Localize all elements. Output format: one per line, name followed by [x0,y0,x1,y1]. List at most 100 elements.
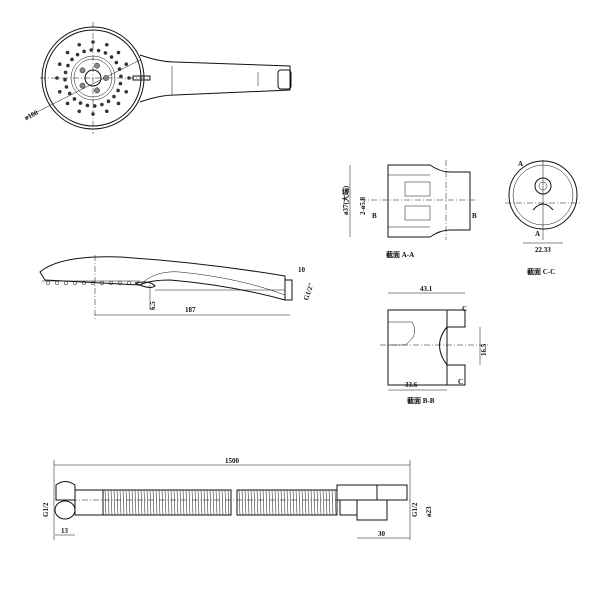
hose-coil [152,489,155,516]
hose-coil [140,489,143,516]
section-caption: 截面 C-C [527,267,555,276]
nozzle [63,280,69,286]
hose-coil [158,489,161,516]
diameter-label: ø100 [23,108,40,122]
hose-coil [301,489,304,516]
left-nut-label: 13 [61,527,69,535]
hose-coil [113,489,116,516]
spray-hole [114,60,119,65]
offset-label: 6.5 [149,301,157,310]
hose-coil [203,489,206,516]
section-a-a: ø37(大端) 2-ø5.8 B B 截面 A-A [341,160,477,259]
left-thread-label: G1/2 [42,502,50,517]
spray-hole [100,102,104,107]
spray-hole [65,101,70,106]
hose-coil [194,489,197,516]
hose-coil [110,489,113,516]
shower-head-side-view: 10 G1/2" 6.5 187 [39,255,316,320]
spray-hole [116,101,121,106]
spray-hole [96,48,101,53]
section-b-b: 43.1 C C 16.5 33.6 截面 B-B [380,285,490,405]
cut-mark-a-top: A [518,160,523,168]
hose-coil [155,489,158,516]
cut-mark-b-right: B [472,212,477,220]
hose-coil [143,489,146,516]
spray-hole [75,52,80,57]
hose-coil [200,489,203,516]
hose-coil [104,489,107,516]
hose-coil [161,489,164,516]
hose-coil [250,489,253,516]
spray-hole [67,91,72,96]
hose-coil [253,489,256,516]
hose-coil [334,489,337,516]
hose-coil [322,489,325,516]
hose-coil [304,489,307,516]
hose-coil [128,489,131,516]
spray-hole [72,97,77,101]
spray-hole [57,62,62,67]
spray-hole [91,40,95,44]
nozzle [126,280,132,286]
thread-label: G1/2" [302,282,316,302]
hose-coil [221,489,224,516]
hose-coil [182,489,185,516]
nozzle [117,280,123,286]
spray-hole [82,49,86,54]
spray-hole [63,77,67,82]
spray-hole [77,109,82,114]
spray-hole [124,89,129,94]
hose-coil [218,489,221,516]
spray-hole [116,88,120,93]
hose-coil [274,489,277,516]
hose-coil [164,489,167,516]
thread-length-label: 10 [298,266,306,274]
hose-coil [227,489,230,516]
hose-coil [325,489,328,516]
hose-coil [149,489,152,516]
spray-hole [57,89,62,94]
spray-hole [92,104,97,108]
spray-hole [119,74,123,79]
hose-coil [215,489,218,516]
spray-hole [117,67,122,71]
hose-coil [173,489,176,516]
spray-hole [104,42,109,47]
hose-coil [310,489,313,516]
cut-mark-c-bottom: C [458,378,463,386]
nozzle [108,280,114,286]
spray-hole [127,76,131,80]
center-nozzle [94,87,100,94]
hose-coil [209,489,212,516]
right-diameter-label: ø23 [425,506,433,517]
spray-hole [78,101,83,105]
hose-coil [197,489,200,516]
hose-coil [307,489,310,516]
hose-coil [316,489,319,516]
hose-coil [259,489,262,516]
hose-coil [206,489,209,516]
hose-coil [122,489,125,516]
holes-label: 2-ø5.8 [359,196,367,215]
hose-coil [283,489,286,516]
spray-hole [116,50,121,55]
nozzle [54,280,60,286]
cut-mark-b-left: B [372,212,377,220]
hose-coil [256,489,259,516]
hose-coil [119,489,122,516]
hose-coil [280,489,283,516]
length-label: 43.1 [420,285,433,293]
length-label: 187 [185,306,196,314]
right-thread-label: G1/2 [411,502,419,517]
spray-hole [103,51,108,55]
hose-coil [289,489,292,516]
center-nozzle [79,67,86,74]
hose-coil [277,489,280,516]
hose-coil [292,489,295,516]
hose-coil [271,489,274,516]
section-caption: 截面 A-A [386,250,414,259]
hose-view: 1500 G1/2 13 30 G1/2 ø23 [42,457,433,540]
depth-label: 33.6 [405,381,418,389]
hose-coil [146,489,149,516]
